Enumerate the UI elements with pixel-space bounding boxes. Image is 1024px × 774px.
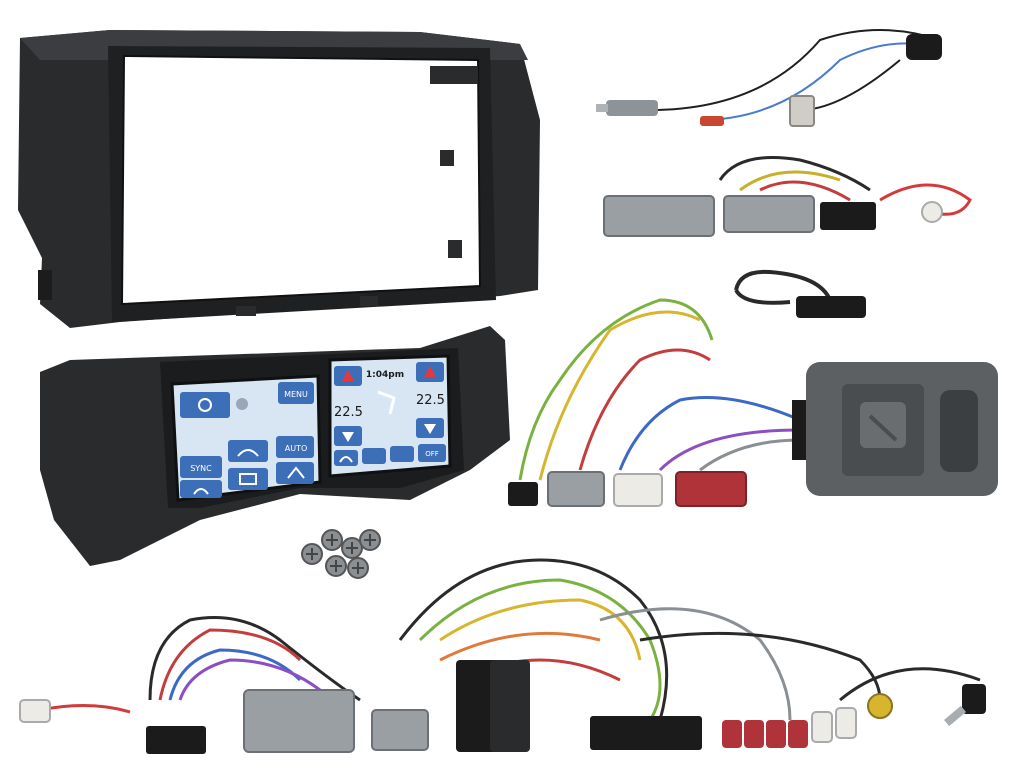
main-wiring-harness	[19, 558, 986, 754]
logo-emblem-icon	[236, 398, 248, 410]
seat-airflow-icon	[287, 466, 305, 479]
black-connector	[146, 726, 206, 754]
arrow-up-icon	[342, 370, 354, 381]
arrow-down-icon	[424, 424, 436, 434]
steering-interface	[508, 298, 998, 507]
aerial-plug-icon	[596, 100, 658, 116]
screws	[301, 529, 381, 579]
screw-icon	[321, 529, 343, 551]
logo-emblem-icon	[860, 402, 906, 448]
recirculation-icon	[339, 456, 353, 463]
fan-button[interactable]	[180, 392, 230, 418]
clock-display: 1:04pm	[366, 370, 404, 380]
seat-airflow-button[interactable]	[276, 462, 314, 484]
grey-connector	[243, 689, 355, 753]
seat-airflow-icon	[377, 390, 396, 415]
menu-label: MENU	[284, 390, 308, 399]
grey-connector	[723, 195, 815, 233]
off-label: OFF	[425, 450, 439, 458]
black-connector	[590, 716, 702, 750]
black-connector	[820, 202, 876, 230]
defrost-rear-button[interactable]	[228, 468, 268, 490]
arrow-down-icon	[342, 432, 354, 442]
screw-icon	[341, 537, 363, 559]
defrost-front-icon	[237, 449, 259, 457]
patch-lead	[734, 269, 866, 318]
auto-label: AUTO	[285, 444, 308, 453]
left-touch-screen: MENU AUTO SYNC	[170, 374, 322, 502]
aerial-adapter	[596, 29, 942, 127]
screw-icon	[325, 555, 347, 577]
black-connector	[508, 482, 538, 506]
menu-button[interactable]	[278, 382, 314, 404]
fan-icon	[198, 398, 212, 412]
screw-icon	[347, 557, 369, 579]
double-din-fascia	[18, 30, 540, 328]
auto-button[interactable]	[276, 436, 314, 458]
fan-speed-button[interactable]	[362, 448, 386, 464]
right-touch-screen: 1:04pm 22.5 22.5 OFF	[328, 354, 452, 478]
climate-control-panel: MENU AUTO SYNC	[40, 326, 510, 566]
seat-heat-icon	[193, 488, 209, 495]
red-connector	[675, 471, 747, 507]
screw-icon	[301, 543, 323, 565]
sync-label: SYNC	[190, 464, 212, 473]
grey-connector	[547, 471, 605, 507]
grey-connector	[603, 195, 715, 237]
rca-connectors	[722, 693, 893, 748]
fan-mode-button[interactable]	[390, 446, 414, 462]
screw-icon	[359, 529, 381, 551]
iso-harness	[603, 156, 972, 237]
defrost-rear-icon	[239, 473, 257, 485]
off-button[interactable]	[418, 444, 446, 462]
jack-plug-icon	[944, 684, 986, 727]
white-connector	[613, 473, 663, 507]
sync-button[interactable]	[180, 456, 222, 478]
temp-left-display: 22.5	[334, 405, 363, 420]
arrow-up-icon	[424, 366, 436, 377]
temp-right-display: 22.5	[416, 393, 445, 408]
grey-connector	[371, 709, 429, 751]
